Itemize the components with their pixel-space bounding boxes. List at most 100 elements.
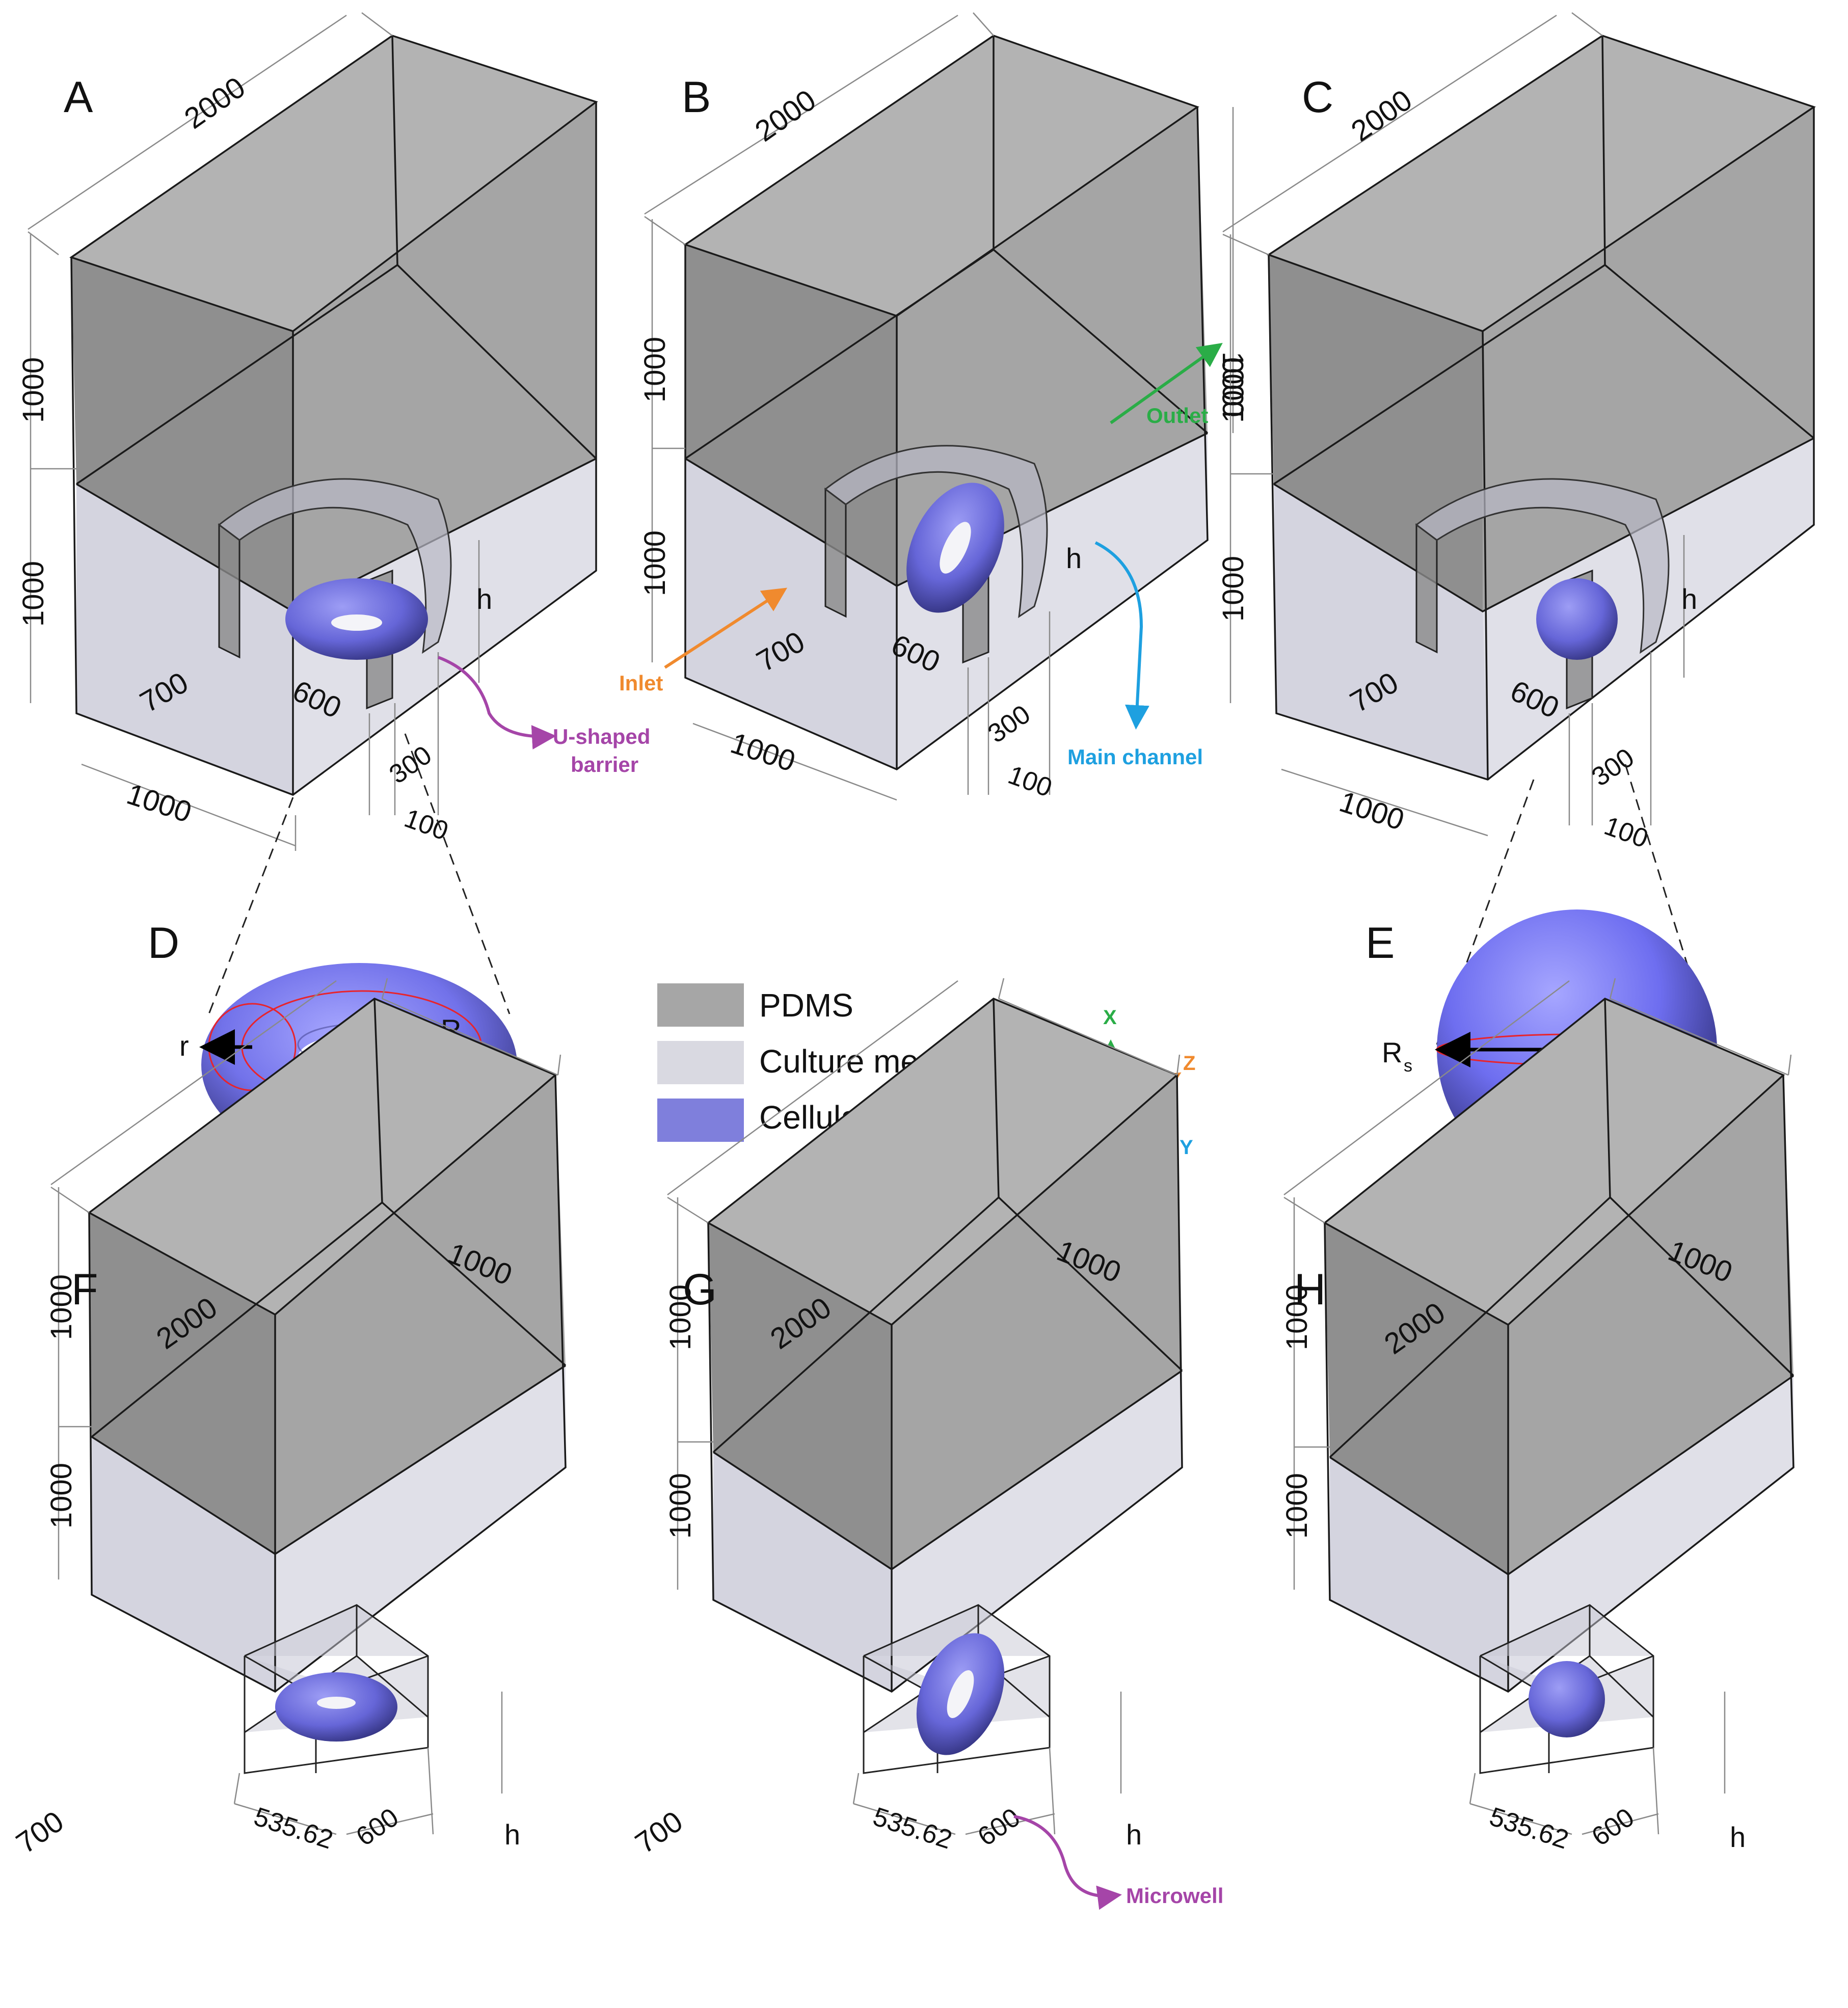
panel-c-barrier-left	[1415, 523, 1438, 654]
panel-g-pdms-top	[708, 999, 1177, 1325]
panel-d-r: r	[179, 1030, 189, 1062]
panel-h-height-bottom: 1000	[1280, 1473, 1314, 1539]
panel-a-barrier-left	[218, 523, 240, 659]
panel-g-label: G	[683, 1265, 717, 1314]
panel-a-pdms-top	[71, 36, 596, 331]
panel-a-dim-height	[30, 234, 76, 703]
panel-h: H 2000 1000 1000 1000 535.62 600 h	[1280, 978, 1795, 1855]
panel-e-label: E	[1365, 919, 1395, 968]
panel-f-edges	[87, 997, 567, 1693]
panel-g: G 2000 1000 1000 1000 700 535.62 600 h M…	[629, 978, 1223, 1910]
panel-a-depth: 1000	[123, 778, 196, 829]
panel-c-h: h	[1681, 583, 1697, 615]
panel-a-label: A	[64, 73, 93, 122]
panel-c-edges	[1267, 35, 1816, 781]
panel-e-R-subscript: s	[1404, 1056, 1412, 1076]
panel-g-h: h	[1126, 1818, 1142, 1851]
panel-b-height-bottom: 1000	[638, 530, 672, 596]
panel-c-depth: 1000	[1335, 785, 1408, 837]
panel-c-height-bottom: 1000	[1217, 556, 1250, 622]
panel-b: B 2000 1000 1000 700 600 1000 300 100 h …	[619, 12, 1249, 803]
panel-e-R: R	[1382, 1036, 1402, 1068]
panel-b-offset: 300	[983, 700, 1036, 749]
panel-g-well-a: 535.62	[869, 1802, 955, 1855]
panel-h-microwell	[1479, 1604, 1654, 1773]
panel-b-torus-hole	[940, 522, 971, 574]
panel-b-medium-front	[685, 459, 897, 769]
inlet-arrow	[664, 587, 788, 669]
panel-f-dim-well	[233, 1692, 503, 1835]
inlet-label: Inlet	[619, 671, 663, 695]
panel-b-length: 2000	[749, 83, 822, 148]
panel-a-dim-1000	[81, 763, 297, 851]
panel-a-medium-side	[293, 459, 596, 795]
barrier-note-line2: barrier	[571, 753, 638, 777]
panel-h-dim-height	[1293, 1197, 1330, 1590]
panel-f-well-base	[244, 1717, 429, 1774]
panel-g-dim-well	[852, 1692, 1122, 1835]
panel-g-height-bottom: 1000	[664, 1473, 697, 1539]
outlet-arrow	[1110, 343, 1223, 424]
main-channel-label: Main channel	[1067, 745, 1203, 769]
panel-a-length: 2000	[178, 70, 251, 135]
y-axis-label: Y	[1180, 1136, 1193, 1159]
panel-c-dim-height	[1229, 234, 1274, 703]
panel-c-medium-front	[1274, 484, 1488, 780]
panel-b-dim-2000	[644, 12, 994, 246]
panel-f-dim-height	[58, 1187, 92, 1579]
microwell-label: Microwell	[1126, 1884, 1223, 1908]
panel-f-label: F	[71, 1265, 98, 1314]
panel-c-dim-lines	[1281, 652, 1652, 837]
panel-g-well-b: 600	[973, 1803, 1026, 1852]
panel-h-well-b: 600	[1587, 1803, 1640, 1852]
barrier-note-line1: U-shaped	[553, 725, 650, 748]
panel-b-barrier-curve	[824, 445, 1048, 619]
panel-h-well-base	[1479, 1717, 1654, 1774]
barrier-arrow	[437, 656, 556, 749]
panel-g-gap: 700	[629, 1805, 689, 1860]
panel-h-height-top: 1000	[1280, 1284, 1314, 1350]
panel-f-well-a: 535.62	[250, 1802, 336, 1855]
panel-f-pdms-front	[89, 1213, 275, 1554]
panel-b-pdms-top	[685, 36, 1197, 316]
panel-b-depth: 1000	[727, 727, 799, 779]
panel-a-medium-front	[76, 484, 293, 795]
z-axis-label: Z	[1183, 1052, 1195, 1075]
panel-f-pdms-side	[275, 1075, 566, 1554]
panel-b-medium-side	[897, 433, 1208, 769]
legend-pdms-swatch	[657, 983, 744, 1027]
panel-b-wall: 100	[1004, 760, 1056, 803]
panel-h-well-a: 535.62	[1486, 1802, 1572, 1855]
panel-a: A 2000 1000 1000 700 600 1000 300 100 h …	[17, 12, 650, 851]
panel-c-length: 2000	[1345, 83, 1418, 148]
panel-f-dim-top	[50, 978, 561, 1214]
panel-a-height-bottom: 1000	[17, 561, 50, 627]
legend-aggregate-swatch	[657, 1099, 744, 1142]
panel-a-height-top: 1000	[17, 357, 50, 423]
panel-d-zoom-lines	[208, 733, 511, 1014]
panel-h-dim-top	[1283, 978, 1792, 1224]
panel-h-medium-front	[1330, 1457, 1508, 1692]
panel-f-gap: 700	[10, 1805, 70, 1860]
panel-g-dim-height	[677, 1197, 713, 1590]
panel-b-label: B	[682, 73, 711, 122]
panel-b-dim-height	[651, 219, 685, 662]
panel-h-pdms-top	[1325, 999, 1783, 1325]
panel-g-well-base	[863, 1717, 1051, 1774]
panel-c-sphere	[1536, 578, 1618, 660]
legend-medium-swatch	[657, 1041, 744, 1084]
panel-b-h: h	[1066, 542, 1082, 574]
panel-c-wall: 100	[1600, 811, 1652, 854]
panel-b-edges	[683, 35, 1209, 771]
panel-f-well-b: 600	[351, 1803, 404, 1852]
panel-c-barrier-curve	[1415, 478, 1670, 654]
panel-a-dim-wall	[368, 652, 439, 815]
panel-c: C 2000 1000 1000 700 600 1000 300 100 h	[1217, 12, 1816, 854]
panel-h-dim-well	[1469, 1692, 1726, 1835]
legend-pdms-label: PDMS	[759, 987, 853, 1024]
panel-h-edges	[1323, 997, 1795, 1693]
panel-c-height-top: 1000	[1217, 357, 1250, 423]
panel-h-label: H	[1294, 1265, 1326, 1314]
panel-h-pdms-front	[1325, 1223, 1508, 1574]
panel-c-pdms-top	[1269, 36, 1814, 331]
